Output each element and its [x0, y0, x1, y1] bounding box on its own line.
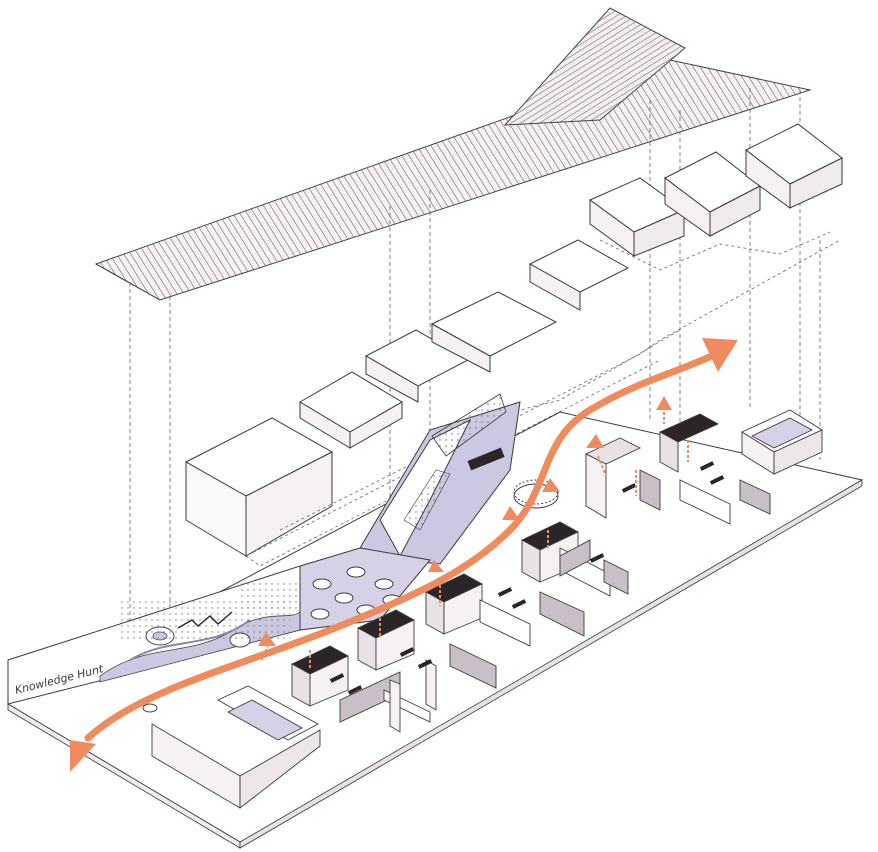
direction-arrowheads: [258, 396, 672, 646]
pod-1: [291, 645, 349, 707]
furniture: [329, 461, 725, 695]
circulation-arrow-icon: [84, 348, 724, 742]
pod-6: [658, 413, 720, 473]
partition-walls: [339, 469, 771, 733]
central-atrium: [142, 393, 559, 713]
roof-wing: [503, 7, 686, 126]
arrowhead-end: [702, 338, 738, 372]
study-rooms: [151, 409, 823, 809]
direction-arrow-icon: [261, 402, 689, 668]
roof-canopy: [94, 7, 812, 301]
circulation-path: [70, 338, 738, 772]
arrowhead-start: [70, 740, 96, 772]
upper-volumes: [184, 123, 843, 557]
pod-2: [357, 609, 415, 671]
upper-slab-outline: [185, 231, 841, 567]
atrium-bench: [467, 447, 505, 471]
